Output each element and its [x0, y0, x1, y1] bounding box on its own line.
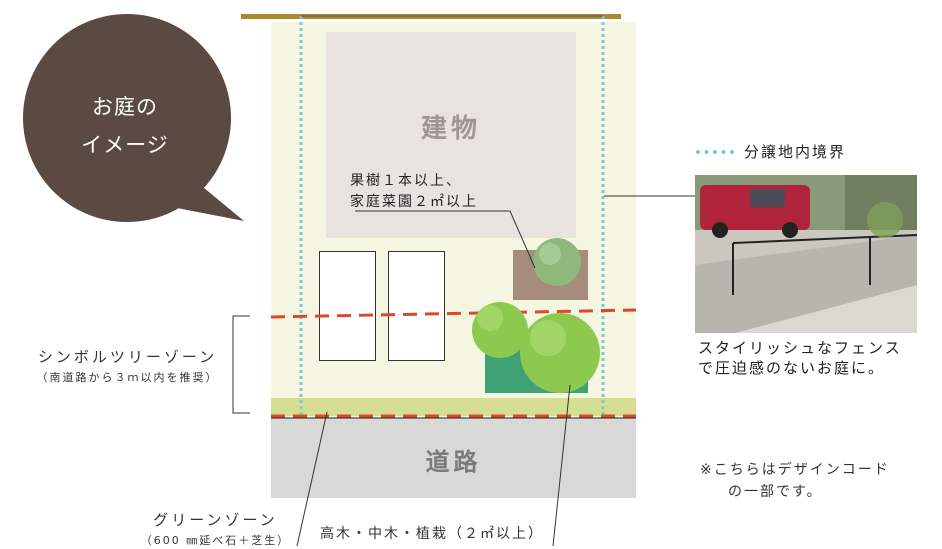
fence-photo — [695, 175, 917, 333]
boundary-legend-swatch — [696, 150, 734, 154]
fruit-note-leader — [355, 210, 536, 269]
planting-leader — [552, 384, 571, 547]
green-zone-label: グリーンゾーン （600 ㎜延べ石＋芝生） — [128, 509, 303, 548]
green-zone-strip — [271, 398, 636, 416]
boundary-legend-label: 分譲地内境界 — [744, 143, 847, 161]
bubble-line-1: お庭の — [92, 95, 158, 119]
symbol-zone-line — [270, 308, 637, 319]
caption-line-2: で圧迫感のないお庭に。 — [698, 359, 886, 377]
green-zone-subtitle: （600 ㎜延べ石＋芝生） — [140, 534, 291, 547]
lot-boundary-lines — [299, 15, 605, 415]
symbol-zone-title: シンボルツリーゾーン — [37, 348, 218, 366]
bubble-line-2: イメージ — [81, 133, 169, 157]
tree-icon-large — [520, 313, 600, 393]
tree-icon-small — [472, 302, 528, 358]
footnote-line-2: の一部です。 — [728, 484, 823, 500]
bubble-title: お庭の イメージ — [70, 88, 180, 164]
parking-space-2 — [388, 251, 445, 361]
green-zone-leader — [296, 411, 328, 547]
footnote: ※こちらはデザインコード の一部です。 — [700, 459, 930, 503]
symbol-zone-subtitle: （南道路から３ｍ以内を推奨） — [36, 371, 219, 384]
caption-line-1: スタイリッシュなフェンス — [698, 339, 902, 357]
fruit-note-line-2: 家庭菜園２㎡以上 — [350, 194, 478, 210]
symbol-zone-label: シンボルツリーゾーン （南道路から３ｍ以内を推奨） — [20, 346, 235, 385]
planting-label: 高木・中木・植栽（２㎡以上） — [320, 526, 544, 542]
fruit-note-line-1: 果樹１本以上、 — [350, 173, 462, 189]
road — [271, 418, 636, 498]
building-label: 建物 — [420, 114, 481, 144]
symbol-zone-bracket — [232, 315, 250, 414]
fruit-garden-note: 果樹１本以上、 家庭菜園２㎡以上 — [350, 171, 478, 213]
building — [326, 32, 576, 238]
photo-caption: スタイリッシュなフェンス で圧迫感のないお庭に。 — [698, 338, 928, 378]
road-label: 道路 — [425, 448, 482, 476]
fruit-tree-icon — [533, 238, 581, 286]
parking-space-1 — [319, 251, 376, 361]
footnote-line-1: ※こちらはデザインコード — [700, 462, 890, 478]
green-zone-title: グリーンゾーン — [153, 511, 278, 529]
